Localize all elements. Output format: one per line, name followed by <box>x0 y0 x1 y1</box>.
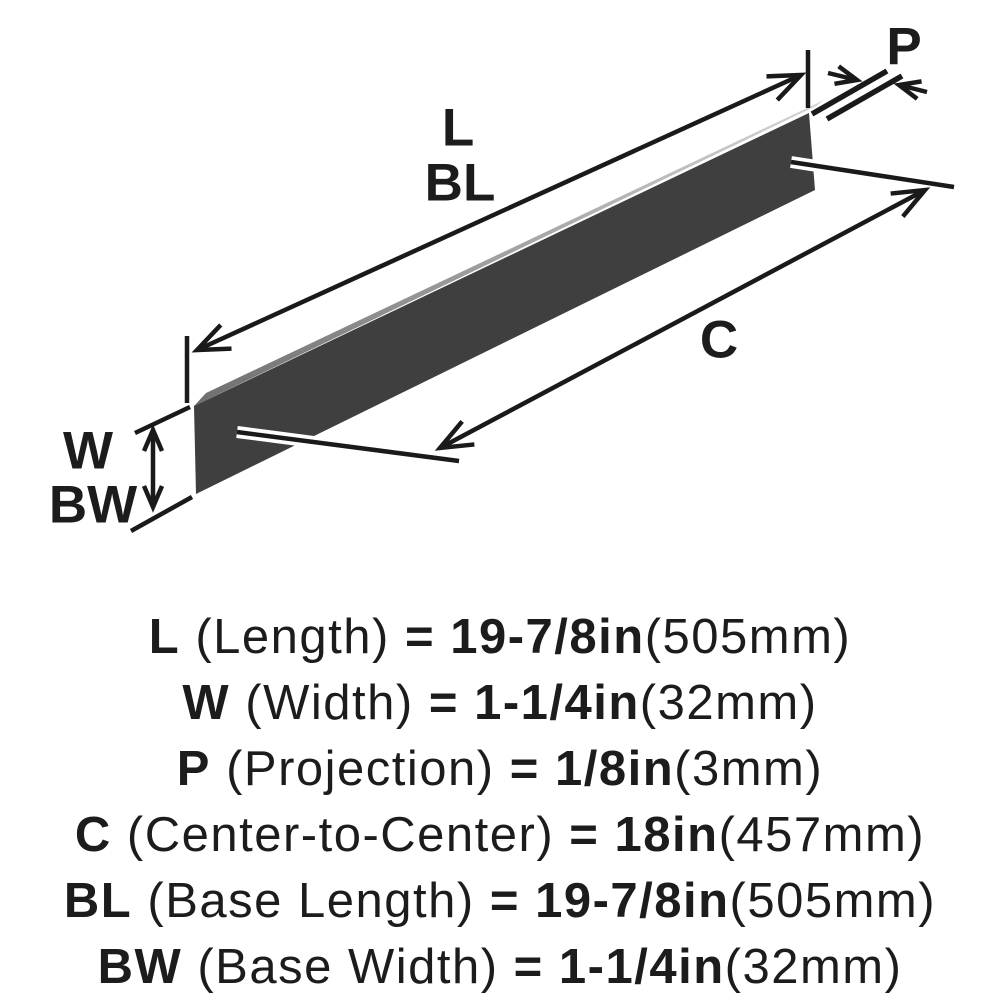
spec-equals: = <box>569 808 600 862</box>
spec-value: 1-1/4in <box>558 940 725 994</box>
label-projection: P <box>886 18 921 77</box>
dimension-lines <box>129 50 955 533</box>
spec-name: (Width) <box>245 676 414 730</box>
diagram-labels: L BL P C W BW <box>49 18 922 535</box>
label-length: L <box>442 99 474 158</box>
spec-name: (Base Length) <box>147 874 475 928</box>
projection-line-front <box>810 68 889 117</box>
center-to-center-dimension-line <box>434 187 931 451</box>
label-base-width: BW <box>49 476 137 535</box>
spec-value: 1/8in <box>555 742 675 796</box>
spec-name: (Length) <box>195 610 390 664</box>
spec-metric: (505mm) <box>644 610 852 664</box>
spec-abbr: C <box>74 808 112 862</box>
spec-line-projection: P (Projection) = 1/8in(3mm) <box>0 736 1000 802</box>
label-center-to-center: C <box>700 311 738 370</box>
spec-value: 1-1/4in <box>474 676 640 730</box>
spec-line-base-length: BL (Base Length) = 19-7/8in(505mm) <box>0 868 1000 934</box>
spec-value: 19-7/8in <box>535 874 730 928</box>
right-hole-leader-line <box>790 159 955 190</box>
spec-value: 18in <box>614 808 719 862</box>
left-hole-leader-line <box>236 429 460 464</box>
spec-equals: = <box>489 874 520 928</box>
spec-line-base-width: BW (Base Width) = 1-1/4in(32mm) <box>0 934 1000 1000</box>
label-width: W <box>63 422 113 481</box>
spec-abbr: P <box>176 742 211 796</box>
spec-abbr: BW <box>97 940 183 994</box>
label-base-length: BL <box>425 154 496 213</box>
spec-metric: (457mm) <box>718 808 926 862</box>
spec-equals: = <box>404 610 436 664</box>
projection-arrow-right <box>827 64 863 87</box>
spec-line-center-to-center: C (Center-to-Center) = 18in(457mm) <box>0 802 1000 868</box>
spec-equals: = <box>509 742 540 796</box>
projection-line-back <box>825 73 904 122</box>
spec-name: (Projection) <box>226 742 495 796</box>
spec-equals: = <box>428 676 459 730</box>
spec-metric: (505mm) <box>729 874 937 928</box>
spec-list: L (Length) = 19-7/8in(505mm) W (Width) =… <box>0 604 1000 1000</box>
spec-metric: (32mm) <box>724 940 903 994</box>
spec-value: 19-7/8in <box>450 610 645 664</box>
spec-name: (Center-to-Center) <box>126 808 555 862</box>
spec-metric: (32mm) <box>639 676 818 730</box>
spec-line-length: L (Length) = 19-7/8in(505mm) <box>0 604 1000 670</box>
spec-name: (Base Width) <box>197 940 499 994</box>
projection-arrow-left <box>893 79 928 101</box>
spec-abbr: W <box>182 676 231 730</box>
spec-line-width: W (Width) = 1-1/4in(32mm) <box>0 670 1000 736</box>
spec-abbr: L <box>148 610 181 664</box>
width-bottom-tick <box>129 495 194 533</box>
width-top-tick <box>134 404 191 436</box>
spec-abbr: BL <box>63 874 133 928</box>
spec-metric: (3mm) <box>674 742 824 796</box>
spec-equals: = <box>513 940 544 994</box>
